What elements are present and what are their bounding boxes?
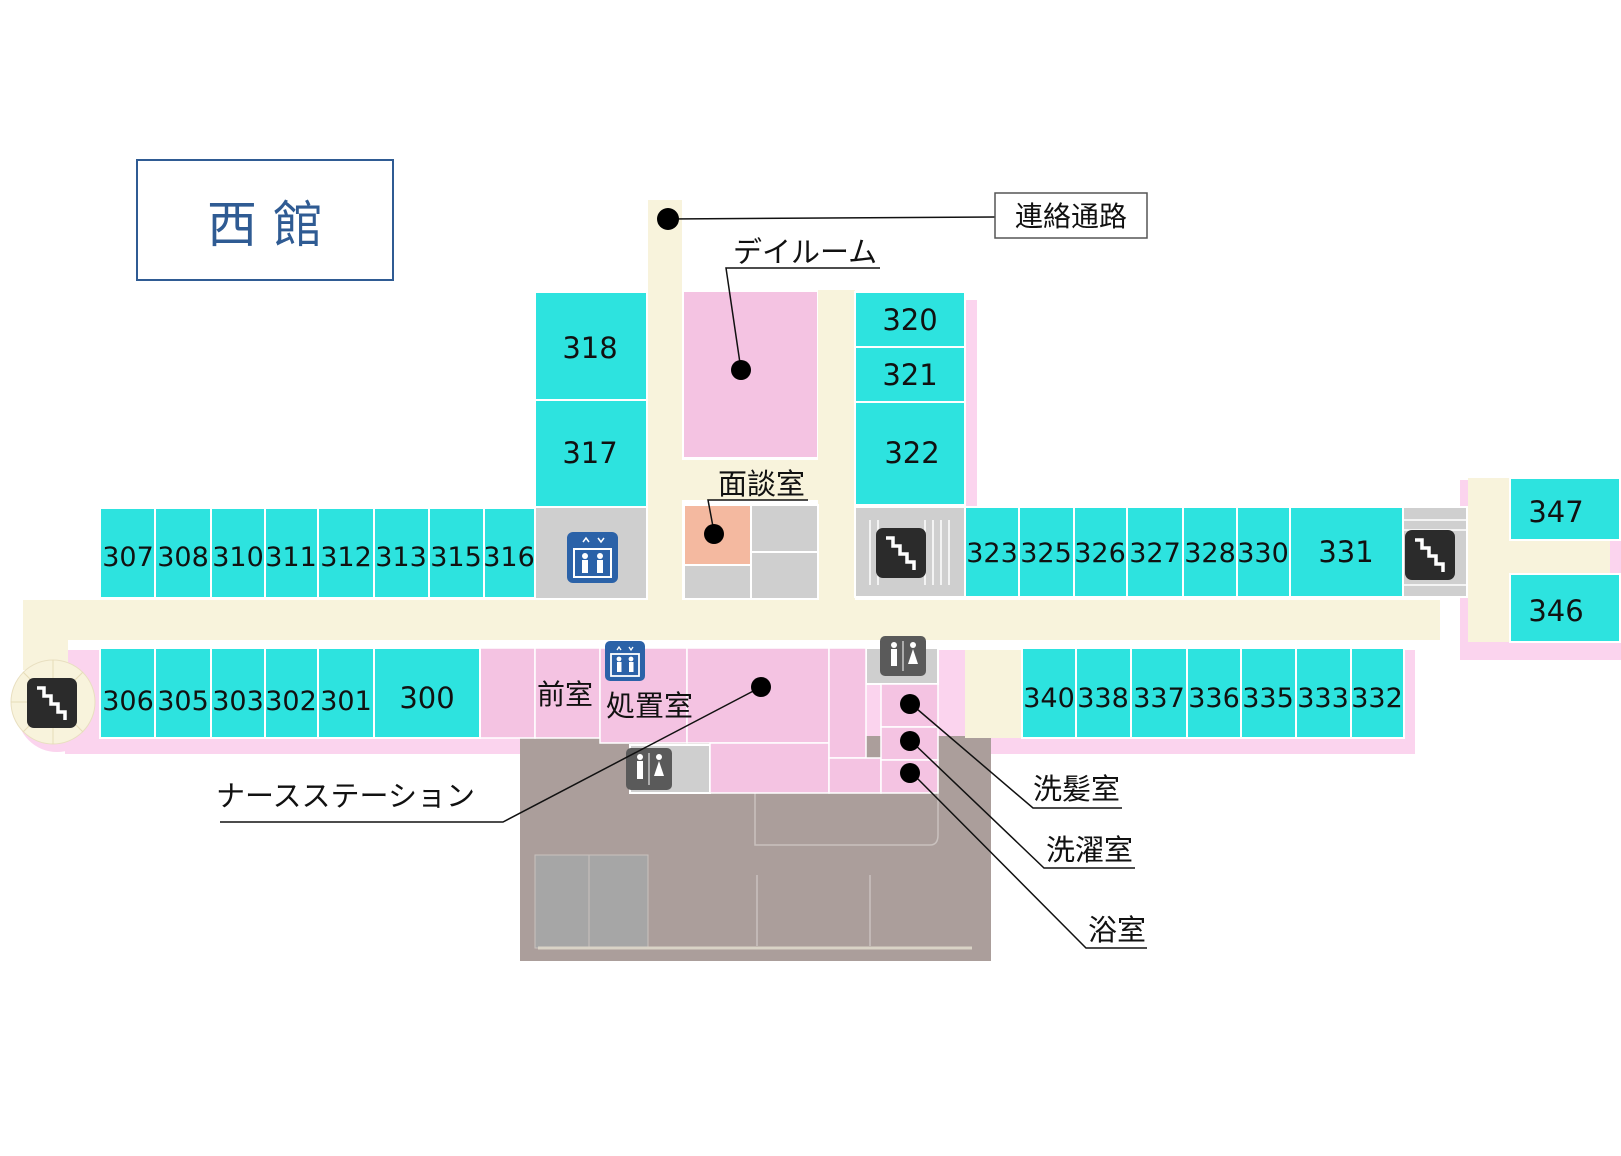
toilet-icon [880, 636, 926, 676]
room-308: 308 [157, 542, 209, 573]
room-313: 313 [375, 542, 427, 573]
room-320: 320 [882, 303, 937, 337]
room-315: 315 [430, 542, 482, 573]
room-322: 322 [884, 436, 939, 470]
room-326: 326 [1074, 538, 1126, 569]
lower-facilities [479, 647, 939, 794]
title-box: 西 館 [136, 159, 394, 281]
hair-wash-room-label: 洗髪室 [1033, 772, 1120, 806]
nurse-station-label: ナースステーション [216, 779, 475, 813]
room-302: 302 [265, 686, 317, 717]
stairs-icon [876, 528, 926, 578]
room-300: 300 [399, 681, 454, 715]
patient-rooms [99, 291, 1621, 739]
room-337: 337 [1133, 683, 1185, 714]
corridor-link-label: 連絡通路 [994, 192, 1148, 239]
room-323: 323 [966, 538, 1018, 569]
room-310: 310 [212, 542, 264, 573]
elevator-icon [605, 641, 645, 681]
leader-lines [220, 216, 1147, 949]
room-305: 305 [157, 686, 209, 717]
corridors [23, 200, 1610, 738]
elevator-icon [567, 532, 618, 583]
room-317: 317 [562, 436, 617, 470]
room-325: 325 [1020, 538, 1072, 569]
room-335: 335 [1242, 683, 1294, 714]
laundry-room-label: 洗濯室 [1046, 833, 1133, 867]
room-327: 327 [1129, 538, 1181, 569]
interview-room-label: 面談室 [718, 467, 805, 501]
room-301: 301 [320, 686, 372, 717]
room-331: 331 [1318, 535, 1373, 569]
room-338: 338 [1077, 683, 1129, 714]
room-333: 333 [1297, 683, 1349, 714]
room-307: 307 [102, 542, 154, 573]
stairs-icon [27, 678, 77, 728]
room-347: 347 [1528, 495, 1583, 529]
room-336: 336 [1188, 683, 1240, 714]
page-title: 西 館 [207, 196, 323, 254]
room-330: 330 [1237, 538, 1289, 569]
marker-dots [657, 208, 920, 783]
room-316: 316 [483, 542, 535, 573]
room-340: 340 [1023, 683, 1075, 714]
room-321: 321 [882, 358, 937, 392]
room-303: 303 [212, 686, 264, 717]
room-306: 306 [102, 686, 154, 717]
room-311: 311 [265, 542, 317, 573]
day-room [684, 292, 817, 457]
room-328: 328 [1184, 538, 1236, 569]
corridor-link-text: 連絡通路 [1015, 200, 1127, 233]
bath-room-label: 浴室 [1088, 913, 1146, 947]
treatment-room-label: 処置室 [606, 689, 693, 723]
front-room-label: 前室 [537, 678, 593, 711]
stairs-icon [1405, 530, 1455, 580]
room-312: 312 [320, 542, 372, 573]
day-room-label: デイルーム [733, 235, 877, 269]
toilet-icon [626, 748, 672, 790]
room-332: 332 [1351, 683, 1403, 714]
room-346: 346 [1528, 594, 1583, 628]
room-318: 318 [562, 331, 617, 365]
